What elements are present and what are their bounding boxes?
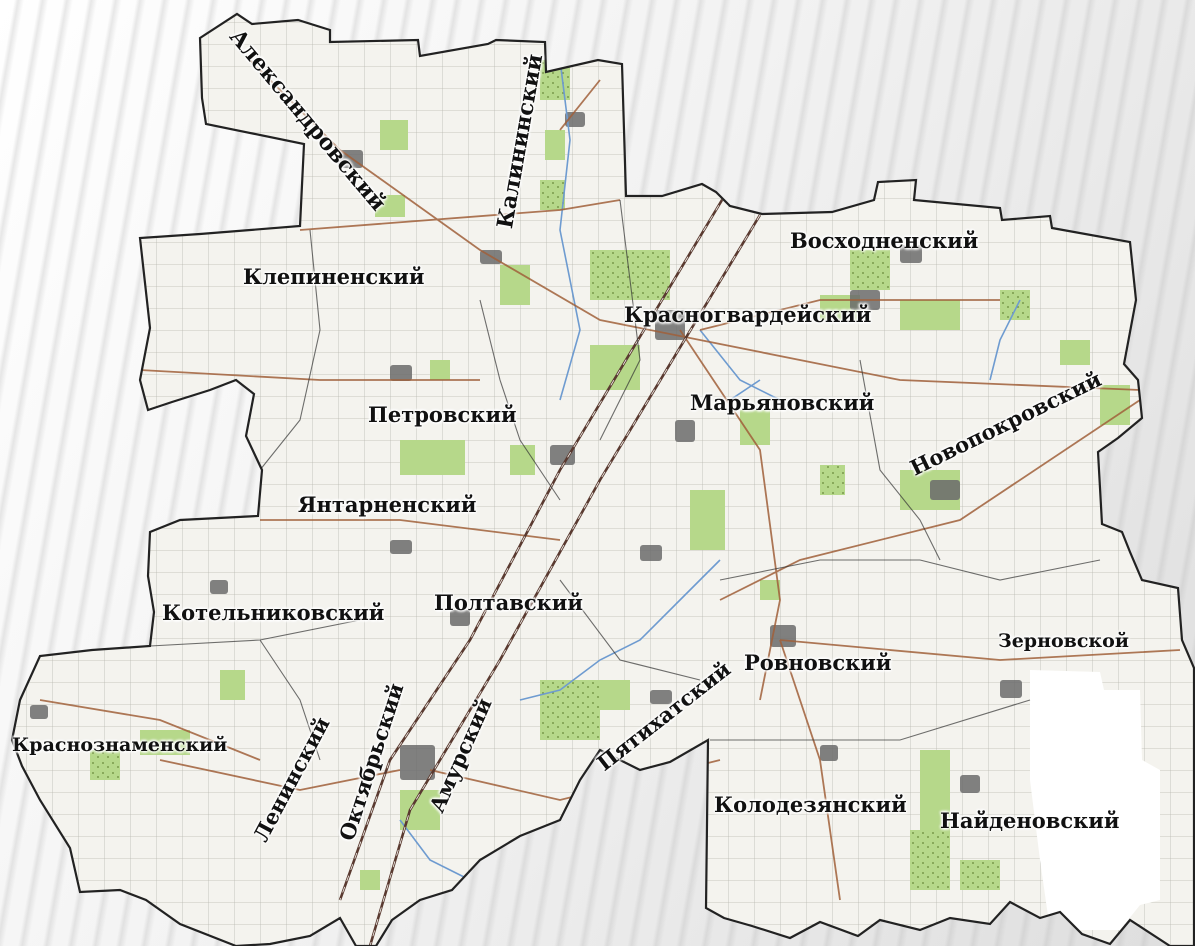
settlement-marks [30, 112, 1022, 793]
label-krasnogvardeysky: Красногвардейский [624, 302, 872, 327]
label-rovnovsky: Ровновский [744, 650, 892, 675]
rivers [399, 59, 1021, 881]
label-kolodezyansky: Колодезянский [714, 792, 907, 817]
label-poltavsky: Полтавский [434, 590, 583, 615]
label-klepinensky: Клепиненский [243, 264, 425, 289]
field-patches [90, 60, 1130, 890]
label-kotelnikovsky: Котельниковский [162, 600, 385, 625]
label-voskhodnensky: Восходненский [790, 228, 979, 253]
district-boundary [10, 12, 1195, 946]
inner-boundaries [149, 199, 1101, 761]
roads [39, 59, 1181, 901]
label-petrovsky: Петровский [368, 402, 517, 427]
label-yantarnensky: Янтарненский [298, 492, 477, 517]
label-zernovskoy: Зерновской [998, 630, 1129, 652]
label-maryanovsky: Марьяновский [690, 390, 875, 415]
label-naydenovsky: Найденовский [940, 808, 1120, 833]
label-krasnoznamensky: Краснознаменский [12, 734, 228, 756]
